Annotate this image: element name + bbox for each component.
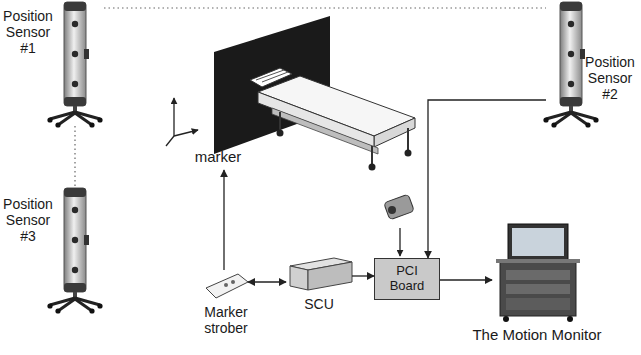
axis bbox=[166, 136, 174, 146]
monitor-node: The Motion Monitor bbox=[492, 222, 582, 322]
signal-arrow bbox=[248, 281, 286, 282]
scu-side bbox=[308, 262, 352, 290]
camera-lens bbox=[388, 206, 396, 214]
marker-axes bbox=[166, 98, 198, 146]
dotted-link bbox=[74, 126, 75, 188]
drawer bbox=[506, 270, 570, 280]
coil-line bbox=[262, 72, 288, 82]
board-box: PCI Board bbox=[374, 258, 440, 300]
node-label: The Motion Monitor bbox=[462, 326, 612, 343]
strober-button bbox=[224, 283, 228, 287]
monitor-figure bbox=[496, 224, 580, 322]
bed-leg bbox=[407, 128, 409, 150]
signal-arrow bbox=[223, 170, 224, 270]
node-label: Marker strober bbox=[194, 304, 258, 336]
bed-leg bbox=[371, 146, 373, 164]
wheel bbox=[369, 164, 376, 171]
bed-base bbox=[272, 108, 378, 154]
dotted-link bbox=[104, 7, 546, 8]
drawer bbox=[506, 298, 570, 310]
node-label: marker bbox=[190, 148, 246, 165]
node-label: Position Sensor #3 bbox=[0, 196, 56, 244]
cart bbox=[500, 262, 576, 316]
signal-arrow bbox=[428, 100, 546, 258]
strober-body bbox=[206, 274, 248, 298]
wheel bbox=[405, 150, 412, 157]
bed-figure bbox=[250, 68, 415, 171]
sensor-node: Position Sensor #1 bbox=[48, 2, 104, 126]
wheel bbox=[277, 130, 284, 137]
shelf bbox=[496, 259, 580, 263]
signal-arrow bbox=[440, 279, 492, 280]
screen bbox=[512, 228, 564, 256]
node-label: Position Sensor #1 bbox=[0, 8, 56, 56]
strober-figure bbox=[206, 274, 248, 298]
node-label: SCU bbox=[286, 296, 352, 312]
sensor-figure bbox=[47, 2, 102, 128]
scu-front bbox=[290, 266, 308, 290]
scu-figure bbox=[290, 258, 352, 290]
camera-wire bbox=[399, 228, 400, 256]
scu-node: SCU bbox=[286, 256, 352, 292]
node-label: Position Sensor #2 bbox=[584, 54, 636, 102]
wheel bbox=[503, 316, 509, 322]
monitor bbox=[508, 224, 568, 260]
sensor-node: Position Sensor #3 bbox=[48, 188, 104, 314]
wheel bbox=[567, 316, 573, 322]
bed-leg bbox=[279, 112, 281, 130]
marker-node: marker bbox=[164, 88, 248, 170]
signal-arrow bbox=[352, 275, 374, 276]
strober-node: Marker strober bbox=[204, 270, 248, 302]
axis bbox=[173, 98, 174, 136]
node-label: PCI Board bbox=[379, 264, 435, 293]
camera-figure bbox=[384, 194, 415, 256]
sensor-figure bbox=[47, 188, 102, 314]
strober-button bbox=[231, 280, 235, 284]
bed-side bbox=[258, 92, 374, 147]
axis bbox=[174, 130, 198, 136]
sensor-node: Position Sensor #2 bbox=[546, 2, 602, 126]
camera-body bbox=[384, 194, 415, 220]
drawer bbox=[506, 284, 570, 294]
